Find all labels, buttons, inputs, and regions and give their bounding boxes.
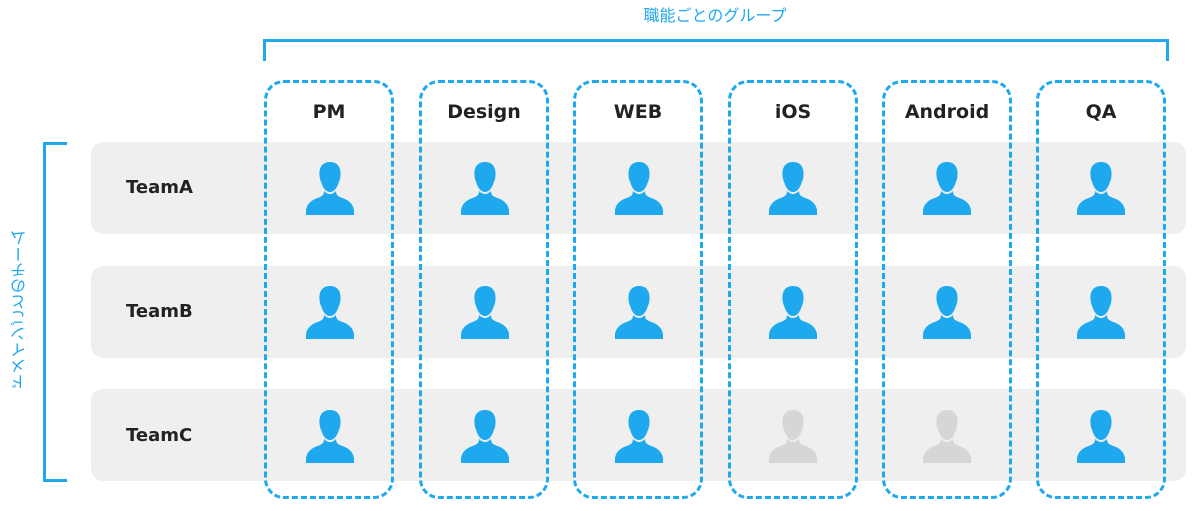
- column-box-pm: [264, 80, 394, 499]
- person-icon: [460, 284, 510, 340]
- column-box-ios: [728, 80, 858, 499]
- row-label-team-c: TeamC: [126, 425, 193, 446]
- person-icon: [1076, 284, 1126, 340]
- column-box-web: [573, 80, 703, 499]
- person-icon: [768, 160, 818, 216]
- person-icon: [460, 408, 510, 464]
- person-icon: [614, 408, 664, 464]
- row-label-team-b: TeamB: [126, 301, 193, 322]
- column-box-qa: [1036, 80, 1166, 499]
- column-header-design: Design: [447, 101, 521, 123]
- column-header-ios: iOS: [774, 101, 812, 123]
- person-icon: [305, 284, 355, 340]
- person-icon: [1076, 408, 1126, 464]
- person-icon: [1076, 160, 1126, 216]
- person-icon: [768, 284, 818, 340]
- row-label-team-a: TeamA: [126, 177, 193, 198]
- column-header-android: Android: [904, 101, 990, 123]
- person-icon: [922, 160, 972, 216]
- column-header-pm: PM: [312, 101, 346, 123]
- person-icon: [614, 284, 664, 340]
- column-header-qa: QA: [1085, 101, 1117, 123]
- functional-groups-title: 職能ごとのグループ: [643, 6, 787, 25]
- column-header-web: WEB: [613, 101, 663, 123]
- domain-teams-bracket: [43, 142, 67, 482]
- person-icon: [768, 408, 818, 464]
- person-icon: [614, 160, 664, 216]
- column-box-android: [882, 80, 1012, 499]
- column-box-design: [419, 80, 549, 499]
- domain-teams-title: ドメインごとのチーム: [10, 230, 29, 390]
- person-icon: [460, 160, 510, 216]
- person-icon: [305, 160, 355, 216]
- person-icon: [305, 408, 355, 464]
- functional-groups-bracket: [263, 39, 1169, 61]
- person-icon: [922, 284, 972, 340]
- person-icon: [922, 408, 972, 464]
